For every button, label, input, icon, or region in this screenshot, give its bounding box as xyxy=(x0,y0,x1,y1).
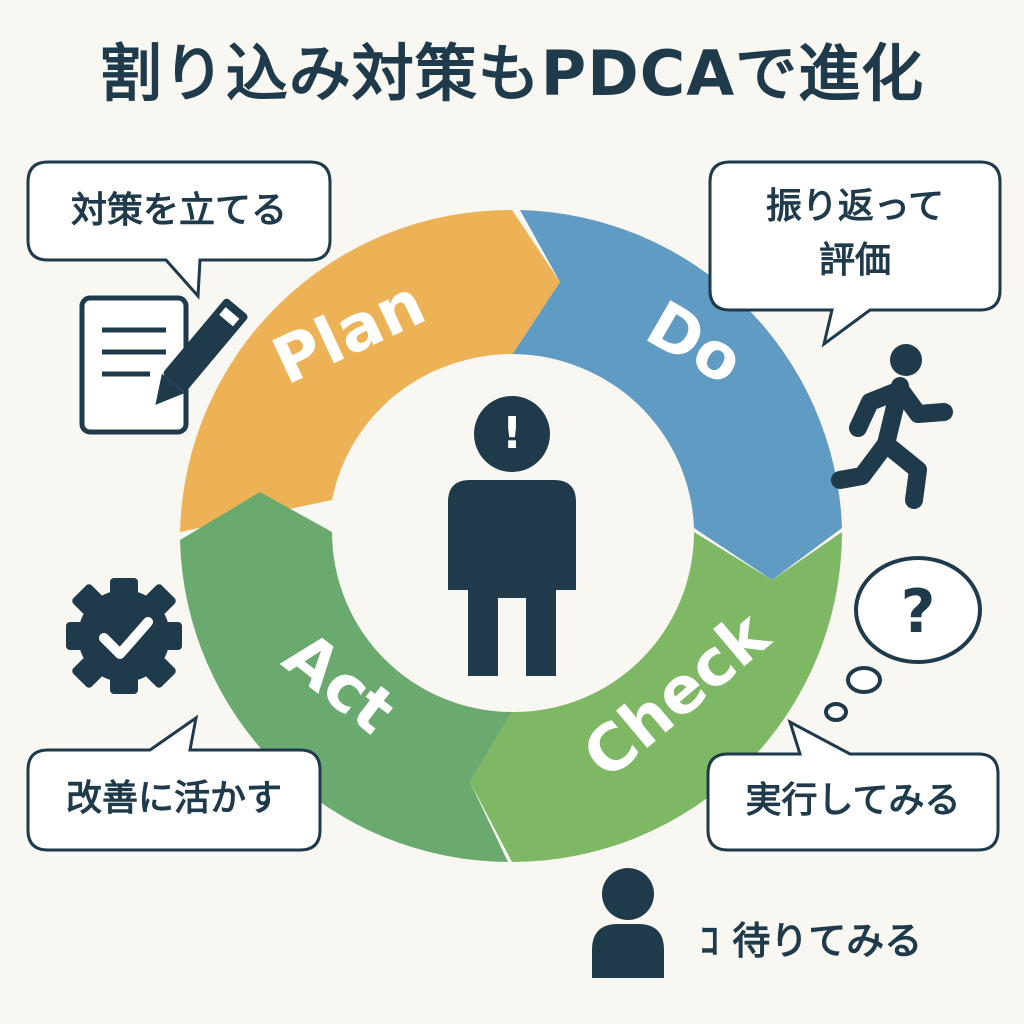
act-speech-bubble xyxy=(26,714,322,852)
plan-segment xyxy=(180,209,560,532)
act-bubble-text: 改善に活かす xyxy=(65,778,282,819)
document-pencil-icon xyxy=(79,295,248,435)
do-segment xyxy=(512,210,842,580)
plan-speech-bubble xyxy=(26,160,332,300)
person-alert-mark: ! xyxy=(502,408,522,459)
person-icon xyxy=(592,868,664,978)
act-segment xyxy=(180,492,512,862)
check-bubble-text-line2: 評価 xyxy=(818,240,891,281)
thought-question-mark: ? xyxy=(901,577,936,647)
person-alert-icon xyxy=(448,396,576,676)
check-bubble-text-line1: 振り返って xyxy=(765,186,945,227)
page-title: 割り込み対策もPDCAで進化 xyxy=(99,37,925,110)
do-bubble-text: 実行してみる xyxy=(745,780,961,821)
running-person-icon xyxy=(831,344,953,509)
bottom-note: ｺ 待りてみる xyxy=(700,919,923,963)
gear-check-icon xyxy=(66,578,182,694)
check-segment xyxy=(470,532,842,862)
thought-bubble-icon xyxy=(824,556,982,722)
plan-bubble-text: 対策を立てる xyxy=(70,190,287,231)
check-speech-bubble xyxy=(708,160,1002,348)
do-speech-bubble xyxy=(706,718,1000,852)
